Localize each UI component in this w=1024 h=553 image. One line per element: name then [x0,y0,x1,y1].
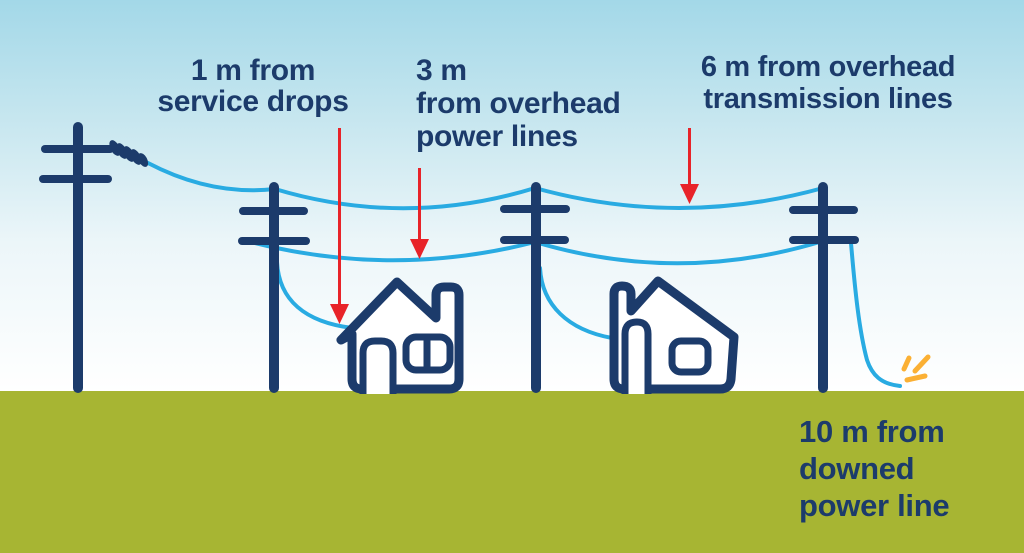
service-drop-wire-2 [538,266,614,340]
label-service-drops: 1 m from service drops [128,55,378,117]
down-arrow-transmission-lines [680,128,699,204]
house-1 [336,277,464,394]
label-line: 10 m from [799,414,945,449]
label-line: service drops [157,85,349,118]
house-2-window [668,337,712,376]
house-2-door [621,318,652,394]
label-downed-power-line: 10 m from downed power line [799,413,950,524]
label-line: transmission lines [703,83,953,115]
utility-pole-4 [789,182,859,393]
overhead-transmission-line [146,161,825,211]
house-1-window [402,333,454,374]
down-arrow-service-drops [330,128,349,324]
ground [0,391,1024,553]
house-1-door [359,337,397,394]
downed-power-line [849,241,902,388]
label-line: power lines [416,120,578,153]
label-transmission-lines: 6 m from overhead transmission lines [656,51,1000,115]
down-arrow-power-lines [410,168,429,259]
wire-coil-icon [109,140,149,167]
label-line: downed [799,451,915,486]
label-power-lines: 3 m from overhead power lines [416,54,621,153]
utility-pole-1 [39,122,114,393]
label-line: from overhead [416,87,621,120]
label-line: power line [799,488,950,523]
label-line: 3 m [416,54,467,87]
label-line: 6 m from overhead [700,51,956,83]
utility-pole-2 [238,182,310,393]
utility-pole-3 [500,182,570,393]
house-2 [609,276,739,394]
spark-icon [901,354,931,383]
label-line: 1 m from [190,54,316,87]
